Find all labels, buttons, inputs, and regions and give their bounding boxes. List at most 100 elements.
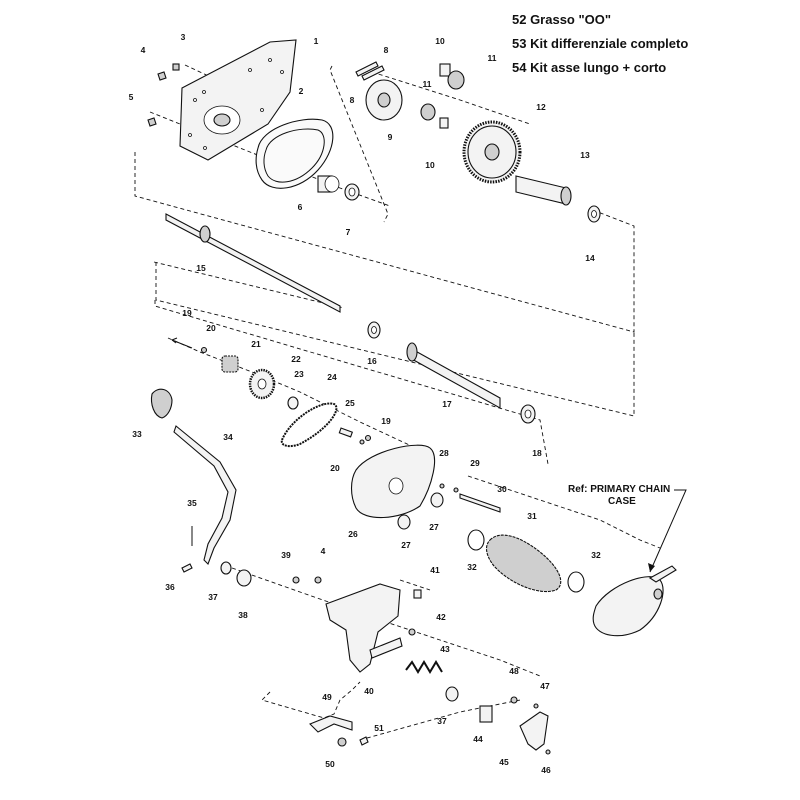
callout-27: 27 <box>401 540 411 550</box>
callout-37: 37 <box>437 716 447 726</box>
part-15-long-axle <box>165 213 341 313</box>
callout-41: 41 <box>430 565 440 575</box>
part-9-hub-flange <box>365 79 403 121</box>
part-8-pins <box>355 61 385 81</box>
callout-35: 35 <box>187 498 197 508</box>
callout-11: 11 <box>423 79 432 89</box>
callout-25: 25 <box>345 398 355 408</box>
part-26-chain-case <box>350 444 436 519</box>
fasteners-39-41-42 <box>292 576 422 636</box>
part-45-arm <box>519 711 549 751</box>
callout-43: 43 <box>440 644 450 654</box>
callout-8: 8 <box>350 95 355 105</box>
callout-38: 38 <box>238 610 248 620</box>
callout-33: 33 <box>132 429 142 439</box>
part-21-sprocket <box>221 355 239 373</box>
callout-44: 44 <box>473 734 483 744</box>
callout-11: 11 <box>488 53 497 63</box>
fasteners-46-47-48 <box>510 696 551 755</box>
part-33-knob <box>150 388 173 419</box>
callout-1: 1 <box>314 36 319 46</box>
callout-45: 45 <box>499 757 509 767</box>
callout-4: 4 <box>141 45 146 55</box>
callout-18: 18 <box>532 448 542 458</box>
part-49-plate <box>309 715 353 733</box>
callout-13: 13 <box>580 150 590 160</box>
reference-line-2: CASE <box>608 496 636 507</box>
callout-3: 3 <box>181 32 186 42</box>
legend-item-54: 54 Kit asse lungo + corto <box>512 60 667 75</box>
callout-17: 17 <box>442 399 452 409</box>
legend-item-52: 52 Grasso "OO" <box>512 12 612 27</box>
part-24-chain <box>280 402 338 448</box>
callout-39: 39 <box>281 550 291 560</box>
parts-35-36-37-38 <box>181 526 252 587</box>
callout-26: 26 <box>348 529 358 539</box>
part-7-washer <box>344 183 360 201</box>
callout-9: 9 <box>388 132 393 142</box>
part-25-pin <box>338 427 354 438</box>
callout-20: 20 <box>206 323 216 333</box>
callout-23: 23 <box>294 369 304 379</box>
part-2-gasket <box>255 118 334 189</box>
part-34-shift-lever <box>173 425 237 565</box>
callout-10: 10 <box>425 160 435 170</box>
fasteners-19-20 <box>171 337 372 445</box>
reference-note: Ref: PRIMARY CHAIN CASE <box>568 484 670 508</box>
callout-30: 30 <box>497 484 507 494</box>
part-13-axle-tube <box>515 175 572 206</box>
callout-labels: 1234567889101111101213141516171819202122… <box>129 32 601 775</box>
callout-4: 4 <box>321 546 326 556</box>
callout-8: 8 <box>384 45 389 55</box>
callout-2: 2 <box>299 86 304 96</box>
callout-28: 28 <box>439 448 449 458</box>
part-1-side-plate <box>179 39 297 161</box>
callout-14: 14 <box>585 253 595 263</box>
parts-legend: 52 Grasso "OO" 53 Kit differenziale comp… <box>512 8 688 80</box>
callout-50: 50 <box>325 759 335 769</box>
parts-27-28-29-30 <box>397 483 501 530</box>
callout-12: 12 <box>536 102 546 112</box>
callout-7: 7 <box>346 227 351 237</box>
part-31-rubber-boot <box>485 534 562 593</box>
callout-40: 40 <box>364 686 374 696</box>
callout-51: 51 <box>374 723 384 733</box>
part-40-bracket <box>325 583 403 673</box>
callout-29: 29 <box>470 458 480 468</box>
part-16-washer <box>367 321 381 339</box>
part-10-11-small-gears <box>420 63 465 129</box>
callout-34: 34 <box>223 432 233 442</box>
callout-16: 16 <box>367 356 377 366</box>
part-6-bushing <box>317 175 340 193</box>
callout-48: 48 <box>509 666 519 676</box>
callout-36: 36 <box>165 582 175 592</box>
callout-31: 31 <box>527 511 537 521</box>
callout-15: 15 <box>196 263 206 273</box>
callout-27: 27 <box>429 522 439 532</box>
callout-21: 21 <box>251 339 261 349</box>
callout-22: 22 <box>291 354 301 364</box>
callout-19: 19 <box>182 308 192 318</box>
part-23-washer <box>287 396 299 410</box>
callout-47: 47 <box>540 681 550 691</box>
callout-20: 20 <box>330 463 340 473</box>
callout-6: 6 <box>298 202 303 212</box>
callout-32: 32 <box>591 550 601 560</box>
part-22-gear <box>248 368 276 400</box>
fasteners-50-51 <box>337 736 369 747</box>
part-17-short-axle <box>406 342 501 409</box>
part-14-washer <box>587 205 601 223</box>
callout-5: 5 <box>129 92 134 102</box>
callout-10: 10 <box>435 36 445 46</box>
callout-19: 19 <box>381 416 391 426</box>
callout-46: 46 <box>541 765 551 775</box>
part-18-washer <box>520 404 536 424</box>
callout-37: 37 <box>208 592 218 602</box>
assembly-guide-lines <box>134 64 661 741</box>
callout-32: 32 <box>467 562 477 572</box>
part-12-ring-gear <box>462 120 522 184</box>
primary-chain-case <box>592 565 677 637</box>
legend-item-53: 53 Kit differenziale completo <box>512 36 689 51</box>
callout-42: 42 <box>436 612 446 622</box>
